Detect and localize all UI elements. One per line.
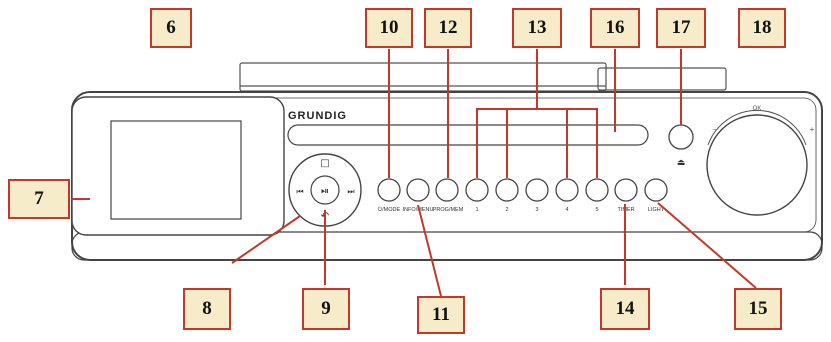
next-icon[interactable]: ⏭ (347, 187, 354, 196)
knob-minus-label: – (713, 125, 718, 134)
callout-7: 7 (8, 179, 70, 219)
preset-1-button[interactable] (465, 178, 489, 202)
preset-4-label: 4 (565, 207, 568, 213)
callout-10: 10 (365, 8, 413, 48)
cd-slot (287, 124, 649, 146)
stop-icon[interactable]: □ (320, 158, 329, 169)
brand-logo: GRUNDIG (288, 110, 347, 122)
preset-1-label: 1 (475, 207, 478, 213)
mode-label: ⏻/MODE (378, 206, 401, 213)
callout-12: 12 (424, 8, 472, 48)
eject-button[interactable] (668, 124, 694, 150)
preset-4-button[interactable] (555, 178, 579, 202)
callout-16: 16 (590, 8, 640, 48)
knob-plus-label: + (810, 125, 815, 134)
play-pause-button[interactable] (310, 175, 340, 205)
prog-mem-button[interactable] (435, 178, 459, 202)
timer-label: TIMER (617, 207, 634, 213)
display-panel (71, 96, 285, 236)
transport-control[interactable]: ⏯ □ ⏮ ⏭ ↶ (288, 153, 362, 227)
callout-15: 15 (734, 288, 782, 330)
callout-6: 6 (150, 8, 192, 48)
callout-9: 9 (302, 288, 350, 330)
volume-knob[interactable] (706, 109, 808, 216)
callout-18: 18 (738, 8, 786, 48)
leader-lines (71, 49, 757, 297)
preset-2-label: 2 (505, 207, 508, 213)
callout-14: 14 (600, 288, 650, 330)
previous-icon[interactable]: ⏮ (296, 187, 303, 196)
button-row[interactable] (377, 178, 668, 202)
preset-5-label: 5 (595, 207, 598, 213)
knob-ok-label: OK (753, 106, 762, 112)
eject-icon: ⏏ (677, 158, 686, 168)
info-menu-button[interactable] (406, 178, 430, 202)
preset-2-button[interactable] (495, 178, 519, 202)
callout-17: 17 (656, 8, 706, 48)
light-label: LIGHT (648, 207, 665, 213)
play-pause-icon: ⏯ (321, 186, 329, 197)
info-menu-label: INFO/MENU (403, 207, 434, 213)
callout-8: 8 (183, 288, 231, 330)
top-bracket (239, 62, 727, 92)
mode-button[interactable] (377, 178, 401, 202)
preset-3-button[interactable] (525, 178, 549, 202)
preset-5-button[interactable] (585, 178, 609, 202)
light-button[interactable] (644, 178, 668, 202)
prog-mem-label: PROG/MEM (433, 207, 464, 213)
preset-3-label: 3 (535, 207, 538, 213)
callout-13: 13 (512, 8, 562, 48)
callout-11: 11 (417, 296, 465, 334)
timer-button[interactable] (614, 178, 638, 202)
